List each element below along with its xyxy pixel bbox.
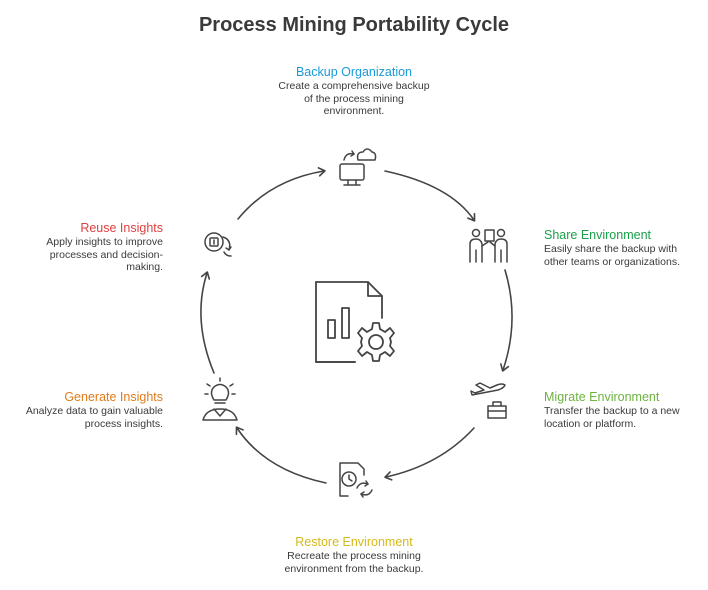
step-share-environment: Share Environment Easily share the backu… [544, 229, 692, 268]
step-title: Migrate Environment [544, 390, 660, 404]
step-description: Recreate the process mining environment … [284, 550, 424, 575]
step-description: Analyze data to gain valuable process in… [25, 405, 163, 430]
cycle-arrow-3 [384, 427, 475, 481]
step-reuse-insights: Reuse Insights Apply insights to improve… [36, 222, 163, 274]
step-migrate-environment: Migrate Environment Transfer the backup … [544, 391, 690, 430]
step-backup-organization: Backup Organization Create a comprehensi… [276, 66, 432, 118]
step-generate-insights: Generate Insights Analyze data to gain v… [20, 391, 163, 430]
people-sharing-icon [469, 228, 508, 263]
report-chart-gear-icon [315, 281, 395, 363]
page-title: Process Mining Portability Cycle [198, 14, 510, 36]
step-description: Create a comprehensive backup of the pro… [278, 80, 430, 117]
step-title: Share Environment [544, 228, 652, 242]
reuse-cycle-icon [204, 232, 232, 257]
cycle-arrow-1 [384, 170, 476, 222]
step-title: Reuse Insights [80, 221, 163, 235]
computer-cloud-sync-icon [339, 148, 377, 186]
document-clock-restore-icon [339, 462, 373, 498]
step-title: Generate Insights [64, 390, 163, 404]
cycle-arrow-4 [235, 426, 327, 484]
step-restore-environment: Restore Environment Recreate the process… [282, 536, 426, 575]
airplane-briefcase-icon [470, 382, 507, 419]
cycle-arrow-6 [237, 167, 326, 220]
cycle-arrow-5 [200, 271, 215, 374]
step-description: Apply insights to improve processes and … [46, 236, 163, 273]
lightbulb-person-icon [202, 377, 238, 421]
step-description: Transfer the backup to a new location or… [544, 405, 680, 430]
step-description: Easily share the backup with other teams… [544, 243, 680, 268]
cycle-arrow-2 [500, 269, 513, 372]
step-title: Backup Organization [295, 65, 413, 79]
step-title: Restore Environment [295, 535, 413, 549]
